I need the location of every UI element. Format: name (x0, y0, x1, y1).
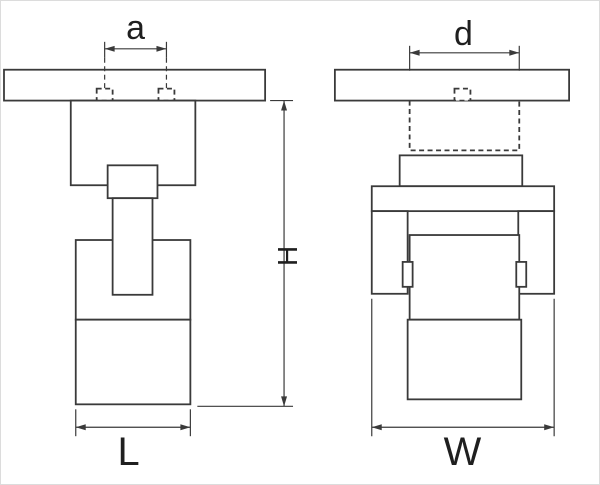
lamp-head-upper (408, 234, 521, 321)
front-view (3, 68, 267, 406)
lamp-head-lower (406, 318, 523, 401)
arrow-left-icon (75, 424, 86, 431)
side-view (333, 68, 570, 401)
ceiling-section-right (333, 68, 570, 102)
arrow-left-icon (409, 49, 420, 56)
arrow-down-icon (281, 396, 288, 407)
dim-a-label: a (126, 9, 145, 47)
dimension-d: d (409, 15, 520, 71)
lamp-head-lower (74, 318, 192, 406)
pivot-tab-left (401, 261, 414, 288)
arrow-left-icon (371, 424, 382, 431)
swivel-knuckle (106, 164, 159, 200)
mounting-tab-center (453, 87, 472, 102)
arrow-right-icon (180, 424, 191, 431)
dimension-a: a (104, 9, 168, 89)
dim-h-label: H (272, 246, 303, 266)
arrow-right-icon (544, 424, 555, 431)
ceiling-section-left (3, 68, 267, 102)
pivot-tab-right (515, 261, 528, 288)
yoke-bar (370, 185, 556, 213)
dim-d-label: d (454, 15, 473, 53)
arrow-left-icon (104, 45, 115, 52)
support-arm (111, 197, 154, 296)
arrow-right-icon (156, 45, 167, 52)
dimension-l: L (75, 409, 191, 474)
mounting-tab-right (157, 87, 176, 102)
dim-w-label: W (444, 430, 482, 474)
mounting-collar (398, 154, 524, 188)
dim-l-label: L (117, 430, 139, 474)
mounting-tab-left (95, 87, 114, 102)
arrow-right-icon (509, 49, 520, 56)
arrow-up-icon (281, 100, 288, 111)
dimension-h: H (197, 99, 303, 407)
yoke-arm-left (370, 210, 409, 295)
dimension-w: W (371, 298, 555, 474)
recessed-cup-hidden (408, 100, 521, 152)
